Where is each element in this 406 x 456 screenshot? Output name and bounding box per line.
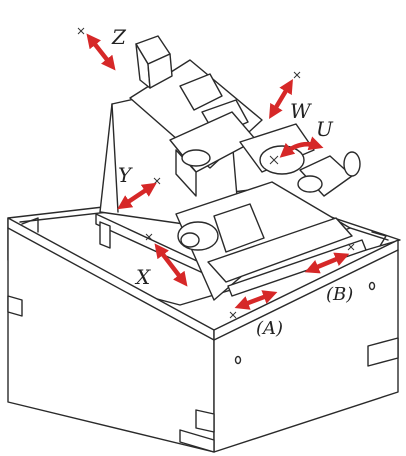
- base-foot-1: [7, 295, 23, 317]
- turret-round: [259, 145, 305, 175]
- marker-a: [229, 311, 237, 319]
- column-block: [99, 221, 111, 249]
- axis-labels: Z W U Y X (A) (B): [111, 25, 353, 339]
- label-x: X: [134, 265, 151, 289]
- marker-w: [293, 71, 301, 79]
- w-axis-arrow: [269, 79, 293, 119]
- label-y: Y: [118, 163, 133, 187]
- turret-disc: [181, 149, 211, 167]
- u-axis-arrow: [279, 136, 324, 158]
- label-z: Z: [111, 25, 127, 49]
- axis-markers: [77, 27, 355, 319]
- tailstock-wheel: [297, 175, 323, 193]
- marker-z: [77, 27, 85, 35]
- base-corner-right: [371, 231, 387, 247]
- motion-arrows: [86, 33, 350, 310]
- b-axis-arrow: [304, 252, 350, 274]
- label-b: (B): [326, 284, 353, 305]
- y-axis-arrow: [117, 182, 157, 210]
- base-corner-left: [21, 217, 39, 233]
- turret-block-front: [147, 53, 173, 89]
- headstock: [213, 203, 265, 253]
- label-w: W: [290, 99, 312, 123]
- label-u: U: [316, 117, 334, 141]
- x-axis-arrow: [154, 243, 188, 287]
- base-hole-1: [234, 355, 242, 365]
- label-a: (A): [256, 318, 283, 339]
- turret-box-1: [179, 73, 223, 111]
- base-rim-line: [7, 227, 399, 341]
- marker-u: [269, 155, 279, 165]
- base-foot-2: [195, 409, 215, 433]
- base-foot-4: [367, 337, 399, 367]
- chuck-center: [180, 232, 200, 248]
- marker-b: [347, 243, 355, 251]
- tailstock-quill: [343, 151, 361, 177]
- base-hole-2: [368, 281, 376, 291]
- column-edge: [111, 103, 119, 213]
- marker-x: [145, 233, 153, 241]
- z-axis-arrow: [86, 33, 116, 71]
- a-axis-arrow: [234, 290, 278, 310]
- base-foot-3: [179, 429, 215, 453]
- spindle-slide: [207, 217, 353, 283]
- turret-assembly: [129, 35, 315, 197]
